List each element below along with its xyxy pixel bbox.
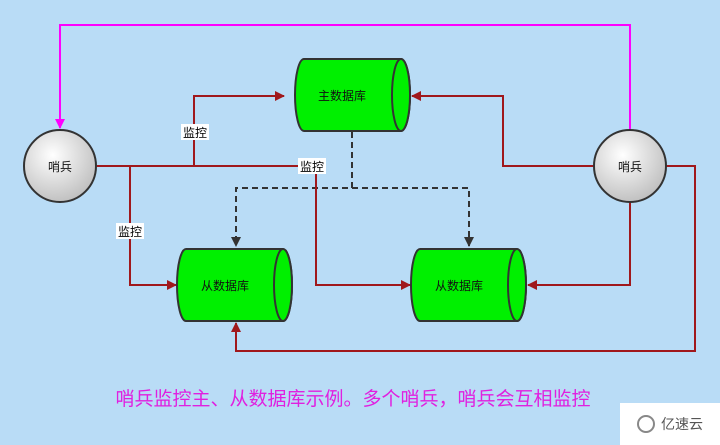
sentinel-left-label: 哨兵 xyxy=(48,159,72,174)
edge-label-monitor-middle: 监控 xyxy=(300,160,324,174)
edge-label-monitor-lower: 监控 xyxy=(118,225,142,239)
monitor-edge-right-master xyxy=(411,91,595,167)
edge-label-monitor-upper: 监控 xyxy=(183,126,207,140)
edge-label-bg xyxy=(116,223,144,239)
slave-database-right: 从数据库 xyxy=(410,248,527,322)
diagram-caption: 哨兵监控主、从数据库示例。多个哨兵，哨兵会互相监控 xyxy=(115,388,590,410)
monitor-edge-right-slave-left xyxy=(231,165,696,352)
sentinel-mutual-link xyxy=(55,24,631,130)
watermark-logo-icon xyxy=(637,415,655,433)
monitor-edge-left-slave-left xyxy=(129,166,177,290)
sentinel-right-label: 哨兵 xyxy=(618,159,642,174)
edge-label-bg xyxy=(181,124,209,140)
sentinel-right: 哨兵 xyxy=(593,129,667,203)
monitor-edge-right-slave-right xyxy=(527,202,631,290)
master-database-label: 主数据库 xyxy=(318,88,366,103)
watermark-text: 亿速云 xyxy=(661,417,703,433)
slave-database-left: 从数据库 xyxy=(176,248,293,322)
watermark: 亿速云 xyxy=(620,403,720,445)
master-database: 主数据库 xyxy=(294,58,411,132)
replication-arrow-right xyxy=(352,187,474,247)
sentinel-left: 哨兵 xyxy=(23,129,97,203)
monitor-edge-left-slave-right xyxy=(194,165,411,290)
replication-arrow-left xyxy=(231,132,353,247)
slave-database-left-label: 从数据库 xyxy=(201,278,249,293)
slave-database-right-label: 从数据库 xyxy=(435,278,483,293)
edge-label-bg xyxy=(298,158,326,174)
